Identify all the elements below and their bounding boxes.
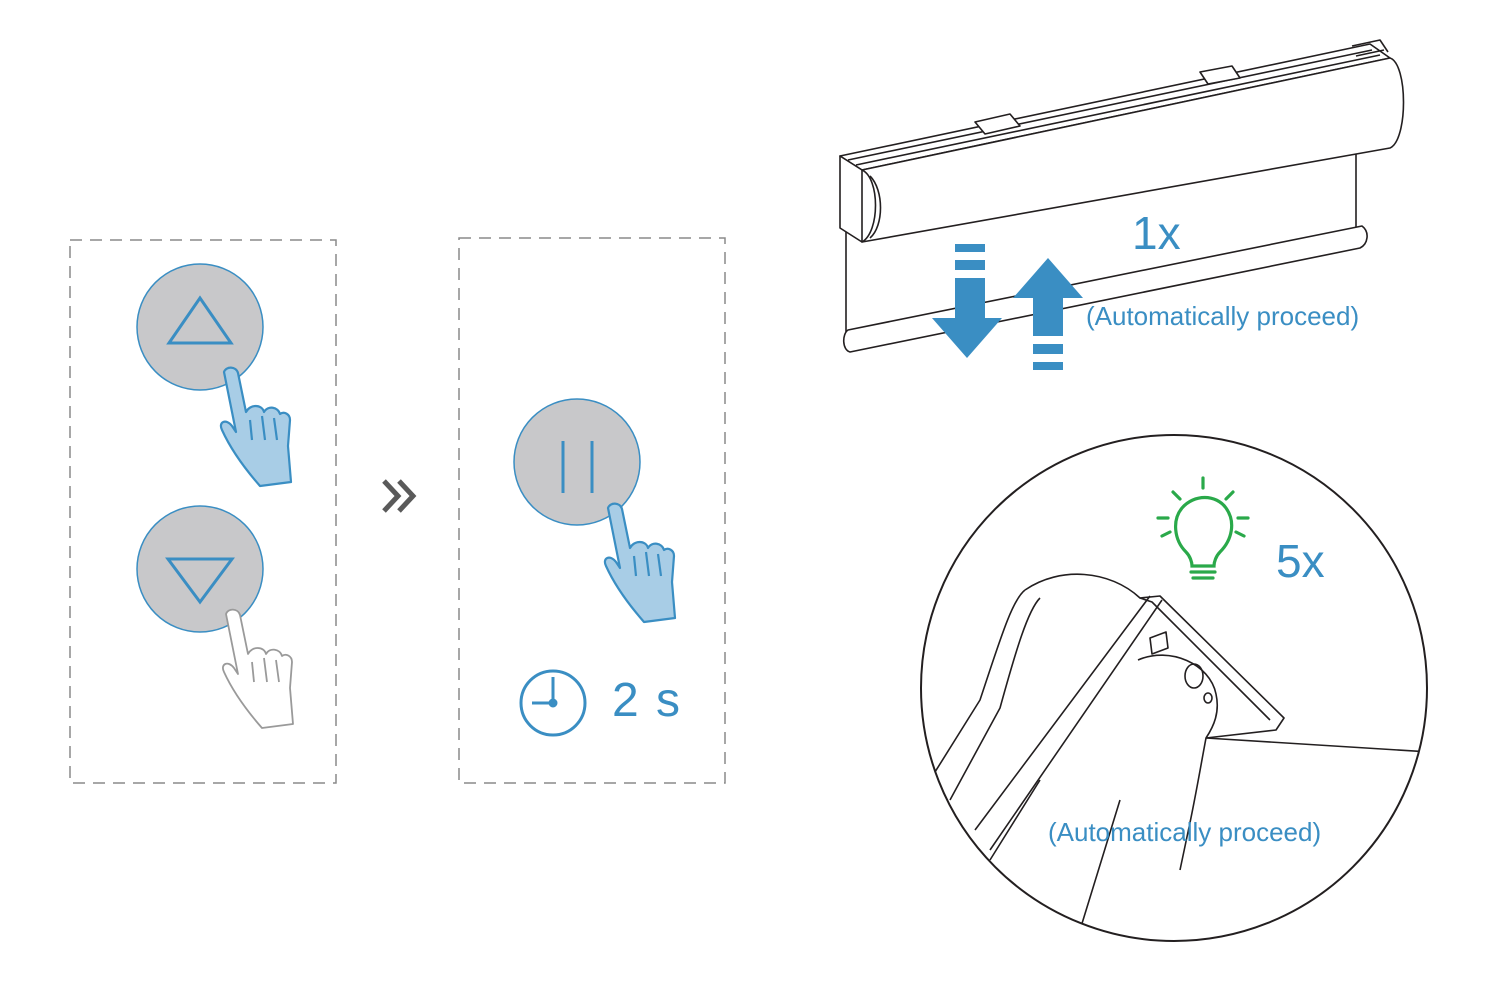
roller-shade-illustration	[839, 39, 1405, 353]
shade-auto-note: (Automatically proceed)	[1086, 301, 1360, 331]
hold-time-label: 2 s	[612, 674, 683, 727]
pointing-hand-icon	[603, 502, 677, 624]
up-arrow-icon	[1013, 258, 1083, 370]
lightbulb-icon	[1156, 476, 1250, 580]
detail-magnifier-circle	[920, 434, 1428, 942]
up-button[interactable]	[136, 263, 264, 391]
triangle-up-icon	[166, 295, 234, 345]
detail-auto-note: (Automatically proceed)	[1048, 817, 1322, 847]
step1-panel	[69, 239, 337, 784]
blink-count-label: 5x	[1276, 535, 1325, 587]
down-button[interactable]	[136, 505, 264, 633]
pause-icon	[561, 441, 594, 493]
triangle-down-icon	[165, 557, 235, 605]
down-arrow-icon	[932, 244, 1002, 358]
clock-icon	[519, 669, 587, 737]
shade-count-label: 1x	[1132, 207, 1181, 259]
pointing-hand-outline-icon	[222, 608, 294, 729]
step2-panel	[458, 237, 726, 784]
pointing-hand-icon	[219, 366, 293, 488]
motor-end-cap-illustration	[929, 573, 1427, 931]
pause-button[interactable]	[513, 398, 641, 526]
double-chevron-right-icon	[382, 479, 417, 513]
